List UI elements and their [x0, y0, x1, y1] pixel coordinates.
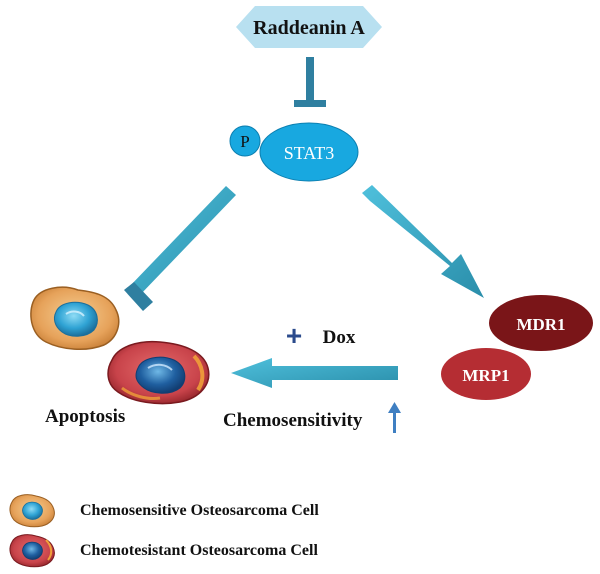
drug-hexagon-shape	[236, 6, 382, 48]
stat3-label: STAT3	[284, 143, 335, 163]
apoptosis-label: Apoptosis	[45, 406, 125, 427]
legend-label-sensitive: Chemosensitive Osteosarcoma Cell	[80, 502, 319, 519]
inhibition-stem	[306, 57, 314, 101]
legend-label-resistant: Chemotesistant Osteosarcoma Cell	[80, 542, 318, 559]
resistant-cell-nucleus	[135, 356, 186, 394]
phospho-label: P	[240, 132, 249, 151]
dox-treatment: + Dox	[286, 320, 356, 351]
resistant-cell-main	[107, 340, 210, 405]
legend-sensitive-cell-icon	[9, 494, 55, 528]
legend: Chemosensitive Osteosarcoma Cell Chemote…	[9, 494, 319, 568]
mdr1-node: MDR1	[489, 295, 593, 351]
raddeanin-a-node: Raddeanin A	[236, 6, 382, 48]
inhibition-diagonal-stem	[129, 186, 236, 296]
sensitive-cell-nucleus	[53, 301, 98, 337]
phospho-circle	[229, 125, 261, 157]
mdr1-ellipse	[489, 295, 593, 351]
inhibition-bar	[294, 100, 326, 107]
chemosensitivity-group: Chemosensitivity	[223, 402, 401, 433]
legend-item-resistant: Chemotesistant Osteosarcoma Cell	[9, 534, 318, 568]
leftward-arrow-shape	[231, 358, 398, 388]
legend-resistant-cell-icon	[9, 534, 55, 568]
activation-arrow	[362, 185, 484, 298]
inhibition-diagonal-bar	[124, 282, 153, 311]
drug-label: Raddeanin A	[253, 17, 365, 39]
chemosensitivity-label: Chemosensitivity	[223, 410, 363, 431]
plus-symbol: +	[286, 320, 302, 351]
legend-item-sensitive: Chemosensitive Osteosarcoma Cell	[9, 494, 319, 528]
sensitive-cell-main	[30, 286, 120, 350]
stat3-node: STAT3 P	[229, 122, 359, 182]
mrp1-node: MRP1	[441, 348, 531, 400]
up-arrow-icon	[388, 402, 401, 433]
activation-stat3-to-mdr1	[362, 185, 484, 298]
dox-label: Dox	[323, 327, 356, 348]
inhibition-drug-to-stat3	[294, 57, 326, 107]
mrp1-label: MRP1	[462, 366, 509, 385]
stat3-ellipse	[259, 122, 359, 182]
leftward-arrow	[231, 358, 398, 388]
inhibition-stat3-to-apoptosis	[124, 186, 236, 311]
mdr1-label: MDR1	[516, 315, 565, 334]
mrp1-ellipse	[441, 348, 531, 400]
